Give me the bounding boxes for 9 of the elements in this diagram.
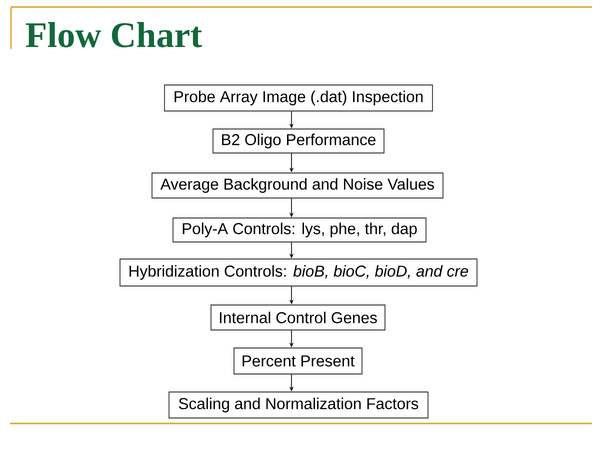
process-box: B2 Oligo Performance bbox=[212, 128, 384, 154]
process-box: Probe Array Image (.dat) Inspection bbox=[164, 84, 433, 112]
title: Flow Chart bbox=[26, 22, 202, 48]
process-box: Percent Present bbox=[234, 348, 362, 374]
process-box: Hybridization Controls: bioB, bioC, bioD, and cre bbox=[120, 258, 478, 286]
process-box: Scaling and Normalization Factors bbox=[168, 392, 428, 418]
process-box: Average Background and Noise Values bbox=[152, 172, 444, 198]
process-box: Internal Control Genes bbox=[210, 304, 386, 330]
process-box: Poly-A Controls: lys, phe, thr, dap bbox=[172, 218, 426, 242]
